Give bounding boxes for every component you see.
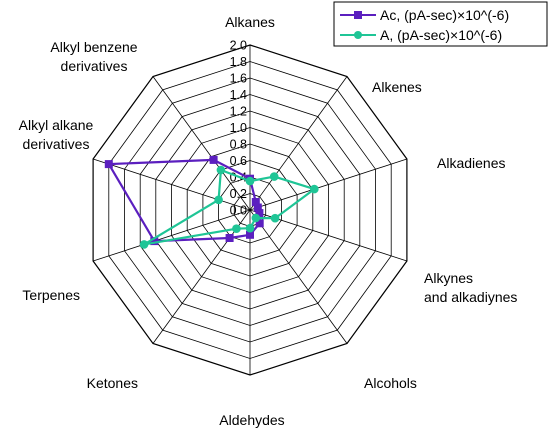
radial-tick-label: 0.0 bbox=[230, 204, 247, 218]
radial-tick-label: 1.6 bbox=[230, 72, 247, 86]
radial-tick-label: 1.2 bbox=[230, 105, 247, 119]
series-layer bbox=[104, 155, 319, 249]
data-point bbox=[255, 219, 264, 228]
legend-box bbox=[333, 1, 548, 47]
data-point bbox=[245, 176, 255, 186]
category-label-ketones: Ketones bbox=[87, 375, 138, 391]
grid-spoke bbox=[249, 209, 348, 344]
grid-spoke bbox=[92, 158, 251, 211]
category-label-terpenes: Terpenes bbox=[22, 287, 80, 303]
data-point bbox=[269, 172, 279, 181]
data-point bbox=[310, 184, 319, 194]
radial-tick-label: 1.8 bbox=[230, 55, 247, 69]
data-point bbox=[245, 223, 255, 233]
grid-spoke bbox=[152, 76, 251, 211]
radial-tick-label: 1.0 bbox=[230, 121, 247, 135]
grid-spoke bbox=[249, 76, 348, 211]
legend-marker-ac bbox=[354, 11, 362, 19]
legend-label-ac: Ac, (pA-sec)×10^(-6) bbox=[380, 7, 509, 23]
grid-spoke bbox=[92, 209, 251, 262]
radial-tick-label: 0.6 bbox=[230, 154, 247, 168]
category-label-alkenes: Alkenes bbox=[372, 79, 422, 95]
data-point bbox=[255, 209, 264, 218]
radar-grid bbox=[92, 44, 408, 376]
data-point bbox=[214, 195, 223, 205]
data-point bbox=[209, 155, 218, 164]
legend-label-a: A, (pA-sec)×10^(-6) bbox=[380, 27, 502, 43]
category-label-aldehydes: Aldehydes bbox=[219, 412, 284, 428]
legend: Ac, (pA-sec)×10^(-6) A, (pA-sec)×10^(-6) bbox=[333, 1, 548, 47]
data-point bbox=[270, 213, 280, 223]
legend-marker-a bbox=[354, 31, 362, 39]
data-point bbox=[216, 165, 226, 175]
series-1 bbox=[139, 165, 319, 249]
category-label-alkanes: Alkanes bbox=[225, 14, 275, 30]
series-0 bbox=[104, 155, 264, 246]
radial-tick-label: 2.0 bbox=[230, 39, 247, 53]
data-point bbox=[251, 213, 261, 223]
data-point bbox=[251, 198, 260, 206]
category-label-alcohols: Alcohols bbox=[364, 375, 417, 391]
category-label-alkadienes: Alkadienes bbox=[437, 155, 506, 171]
data-point bbox=[139, 240, 149, 249]
data-point bbox=[225, 234, 234, 242]
data-point bbox=[104, 160, 113, 169]
grid-spoke bbox=[249, 158, 408, 211]
radial-tick-labels: 0.00.20.40.60.81.01.21.41.61.82.0 bbox=[230, 39, 247, 218]
data-point bbox=[150, 237, 159, 246]
data-point bbox=[253, 203, 262, 212]
grid-spoke bbox=[152, 209, 251, 344]
radial-tick-label: 0.8 bbox=[230, 138, 247, 152]
data-point bbox=[232, 224, 241, 233]
radial-tick-label: 1.4 bbox=[230, 88, 247, 102]
data-point bbox=[246, 230, 254, 239]
radial-tick-label: 0.2 bbox=[230, 187, 247, 201]
